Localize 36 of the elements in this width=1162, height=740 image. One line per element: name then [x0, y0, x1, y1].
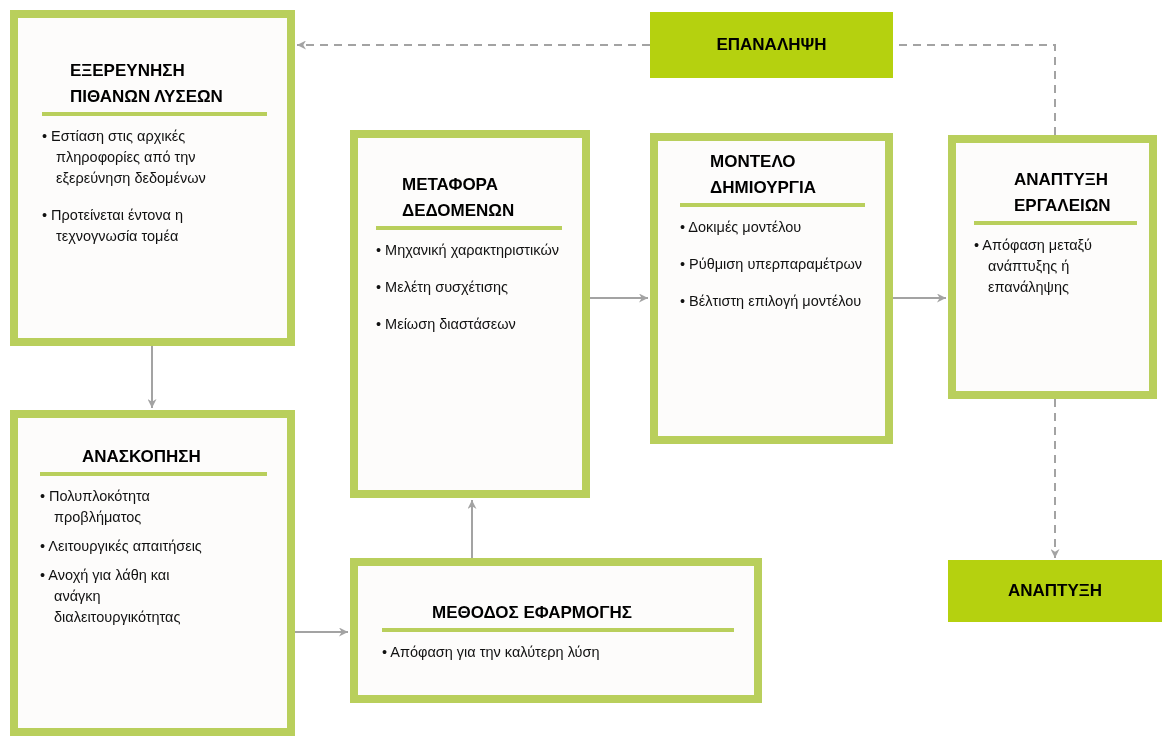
arrow: [294, 627, 349, 637]
bullet-item: • Μηχανική χαρακτηριστικών: [376, 241, 560, 260]
bullet-item: • Εστίαση στις αρχικές πληροφορίες από την εξερεύνηση δεδομένων: [42, 127, 207, 188]
box-heading: ΑΝΑΠΤΥΞΗ: [1007, 580, 1103, 602]
dashed-arrow: [296, 40, 651, 50]
box-heading: ΜΟΝΤΕΛΟ ΔΗΜΙΟΥΡΓΙΑ: [680, 149, 865, 207]
dashed-arrow: [1050, 398, 1060, 559]
process-box: [10, 10, 295, 346]
bullet-item: • Λειτουργικές απαιτήσεις: [40, 537, 203, 556]
bullet-item: • Βέλτιστη επιλογή μοντέλου: [680, 292, 863, 311]
process-box: [948, 135, 1157, 399]
bullet-item: • Μελέτη συσχέτισης: [376, 278, 510, 297]
box-heading: ΑΝΑΠΤΥΞΗ ΕΡΓΑΛΕΙΩΝ: [974, 167, 1137, 225]
bullet-item: • Απόφαση μεταξύ ανάπτυξης ή επανάληψης: [974, 236, 1094, 297]
box-heading: ΑΝΑΣΚΟΠΗΣΗ: [40, 444, 267, 476]
bullet-item: • Ανοχή για λάθη και ανάγκη διαλειτουργικότητας: [40, 566, 182, 627]
arrow: [467, 499, 477, 559]
bullet-item: • Ρύθμιση υπερπαραμέτρων: [680, 255, 863, 274]
box-heading: ΕΠΑΝΑΛΗΨΗ: [716, 34, 827, 56]
stage-box: [948, 560, 1162, 622]
process-box: [650, 133, 893, 444]
process-box: [10, 410, 295, 736]
bullet-item: • Δοκιμές μοντέλου: [680, 218, 803, 237]
box-heading: ΜΕΤΑΦΟΡΑ ΔΕΔΟΜΕΝΩΝ: [376, 172, 562, 230]
process-box: [350, 130, 590, 498]
bullet-item: • Απόφαση για την καλύτερη λύση: [382, 643, 601, 662]
arrow: [589, 293, 649, 303]
arrow: [147, 345, 157, 409]
box-heading: ΜΕΘΟΔΟΣ ΕΦΑΡΜΟΓΗΣ: [382, 600, 734, 632]
bullet-item: • Μείωση διαστάσεων: [376, 315, 517, 334]
stage-box: [650, 12, 893, 78]
process-box: [350, 558, 762, 703]
bullet-item: • Προτείνεται έντονα η τεχνογνωσία τομέα: [42, 206, 184, 246]
box-heading: ΕΞΕΡΕΥΝΗΣΗ ΠΙΘΑΝΩΝ ΛΥΣΕΩΝ: [42, 58, 267, 116]
arrow: [892, 293, 947, 303]
bullet-item: • Πολυπλοκότητα προβλήματος: [40, 487, 151, 527]
